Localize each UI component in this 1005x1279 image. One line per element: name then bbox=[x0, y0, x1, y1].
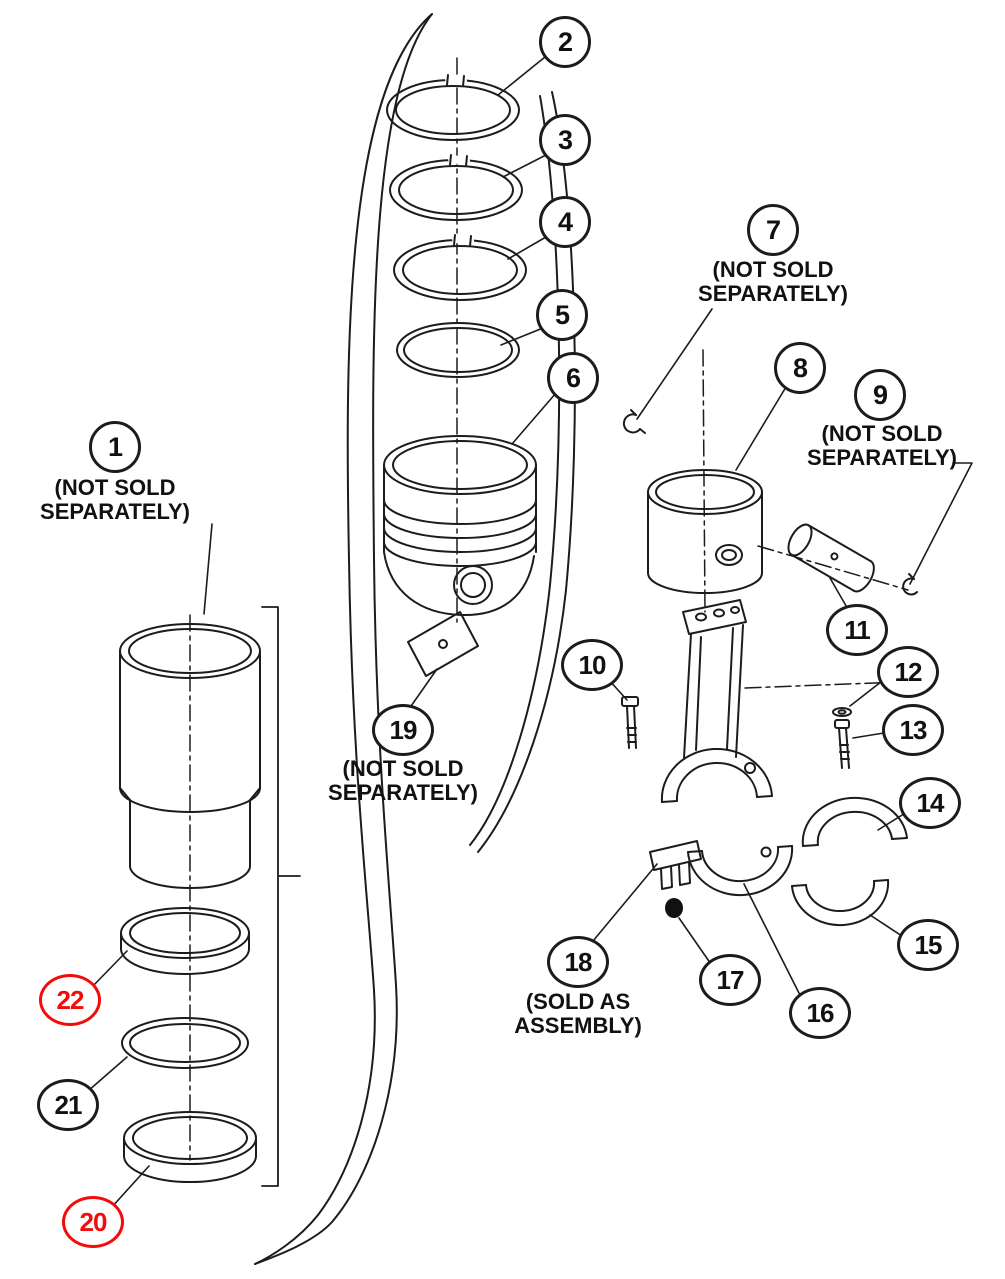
callout-13: 13 bbox=[882, 704, 944, 756]
piston-pin-11-drawing bbox=[787, 523, 875, 593]
callout-10: 10 bbox=[561, 639, 623, 691]
washer-12-drawing bbox=[832, 707, 852, 717]
callout-8: 8 bbox=[774, 342, 826, 394]
seal-ring-22-drawing bbox=[120, 907, 250, 975]
callout-16: 16 bbox=[789, 987, 851, 1039]
group-outline-left bbox=[254, 13, 433, 1265]
o-ring-21-drawing bbox=[121, 1017, 249, 1069]
callout-19-note: (NOT SOLD SEPARATELY) bbox=[328, 756, 478, 805]
piston-ring-4-drawing bbox=[393, 234, 527, 301]
callout-21: 21 bbox=[37, 1079, 99, 1131]
callout-20: 20 bbox=[62, 1196, 124, 1248]
seal-ring-20-drawing bbox=[123, 1111, 257, 1183]
bearing-shell-15-drawing bbox=[791, 879, 890, 927]
leader-lines bbox=[87, 56, 973, 1209]
callout-5: 5 bbox=[536, 289, 588, 341]
cap-bracket-18-drawing bbox=[649, 840, 702, 890]
callout-9-note: (NOT SOLD SEPARATELY) bbox=[807, 421, 957, 470]
callout-11: 11 bbox=[826, 604, 888, 656]
liner-group-bracket bbox=[261, 606, 301, 1187]
callout-1: 1 bbox=[89, 421, 141, 473]
callout-18: 18 bbox=[547, 936, 609, 988]
callout-2: 2 bbox=[539, 16, 591, 68]
callout-14: 14 bbox=[899, 777, 961, 829]
piston-6-drawing bbox=[383, 435, 537, 617]
callout-3: 3 bbox=[539, 114, 591, 166]
callout-22: 22 bbox=[39, 974, 101, 1026]
oil-ring-5-drawing bbox=[396, 322, 520, 378]
callout-9: 9 bbox=[854, 369, 906, 421]
callout-15: 15 bbox=[897, 919, 959, 971]
bolt-10-drawing bbox=[621, 696, 639, 749]
piston-ring-3-drawing bbox=[389, 154, 523, 221]
bolt-13-drawing bbox=[834, 719, 850, 769]
callout-17: 17 bbox=[699, 954, 761, 1006]
piston-8-drawing bbox=[647, 469, 763, 594]
retainer-clip-7-drawing bbox=[622, 409, 646, 434]
callout-6: 6 bbox=[547, 352, 599, 404]
callout-7: 7 bbox=[747, 204, 799, 256]
callout-18-note: (SOLD AS ASSEMBLY) bbox=[514, 989, 642, 1038]
rod-cap-16-drawing bbox=[687, 845, 794, 897]
cylinder-liner-drawing bbox=[119, 623, 261, 889]
callout-12: 12 bbox=[877, 646, 939, 698]
callout-4: 4 bbox=[539, 196, 591, 248]
callout-19: 19 bbox=[372, 704, 434, 756]
callout-7-note: (NOT SOLD SEPARATELY) bbox=[698, 257, 848, 306]
part-19-drawing bbox=[407, 611, 479, 677]
plug-17-drawing bbox=[665, 898, 683, 918]
bearing-shell-14-drawing bbox=[801, 796, 908, 847]
connecting-rod-drawing bbox=[660, 599, 773, 803]
callout-1-note: (NOT SOLD SEPARATELY) bbox=[40, 475, 190, 524]
piston-ring-2-drawing bbox=[386, 74, 520, 141]
